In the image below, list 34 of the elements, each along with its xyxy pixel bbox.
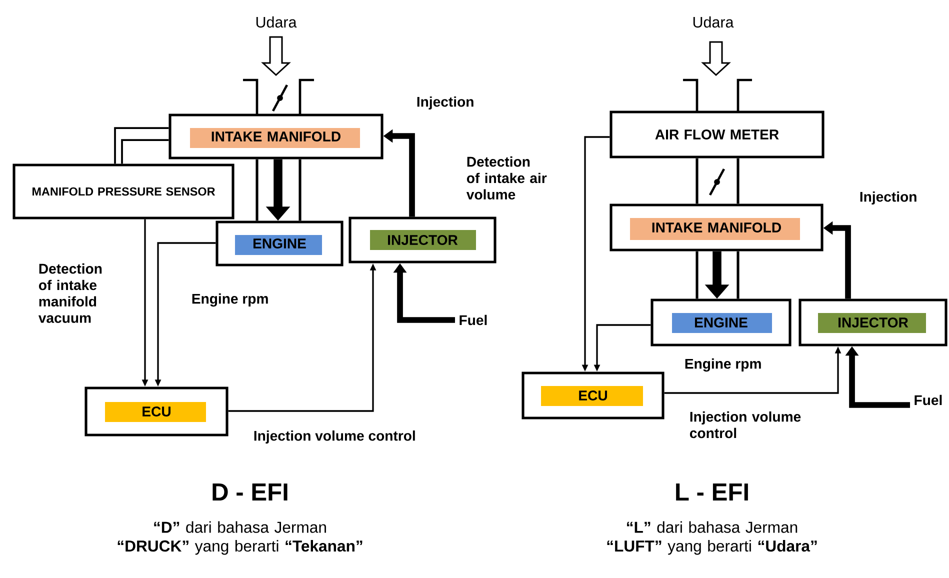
edge-label: Injection volume control xyxy=(690,411,801,438)
component-box: ECU xyxy=(522,372,664,420)
panel-label: D - EFI xyxy=(212,484,288,500)
panel-label: L - EFI xyxy=(676,484,748,500)
udara-label: Udara xyxy=(256,16,297,28)
duct-line xyxy=(736,251,740,299)
edge-label: Injection xyxy=(860,191,916,205)
duct-line xyxy=(256,159,258,221)
fuel-label: Fuel xyxy=(460,314,487,326)
edge-label: Engine rpm xyxy=(192,293,268,307)
edge-label: Engine rpm xyxy=(685,358,761,372)
duct-line xyxy=(298,159,302,221)
pipe-line xyxy=(121,139,169,164)
component-box: ENGINE xyxy=(216,220,344,266)
duct-line xyxy=(736,158,740,204)
pipe-line xyxy=(114,127,169,164)
duct-line xyxy=(696,251,698,299)
edge-label: Detection of intake air volume xyxy=(466,156,547,200)
caption: “D” dari bahasa Jerman “DRUCK” yang berarti “Tekanan” xyxy=(118,521,362,555)
component-box: INJECTOR xyxy=(798,298,948,346)
component-box: ENGINE xyxy=(650,298,792,346)
component-box: INTAKE MANIFOLD xyxy=(610,204,824,252)
component-box: ECU xyxy=(84,386,228,436)
caption: “L” dari bahasa Jerman “LUFT” yang berarti “Udara” xyxy=(607,521,817,555)
component-box: INTAKE MANIFOLD xyxy=(168,114,384,160)
edge-label: Injection xyxy=(417,96,474,110)
udara-label: Udara xyxy=(693,16,734,28)
edge-label: Detection of intake manifold vacuum xyxy=(38,263,102,323)
fuel-label: Fuel xyxy=(914,394,942,406)
component-box: MANIFOLD PRESSURE SENSOR xyxy=(12,164,234,220)
duct-line xyxy=(696,158,698,204)
edge-label: Injection volume control xyxy=(254,430,415,444)
component-box: AIR FLOW METER xyxy=(610,110,824,158)
component-box: INJECTOR xyxy=(348,216,496,264)
